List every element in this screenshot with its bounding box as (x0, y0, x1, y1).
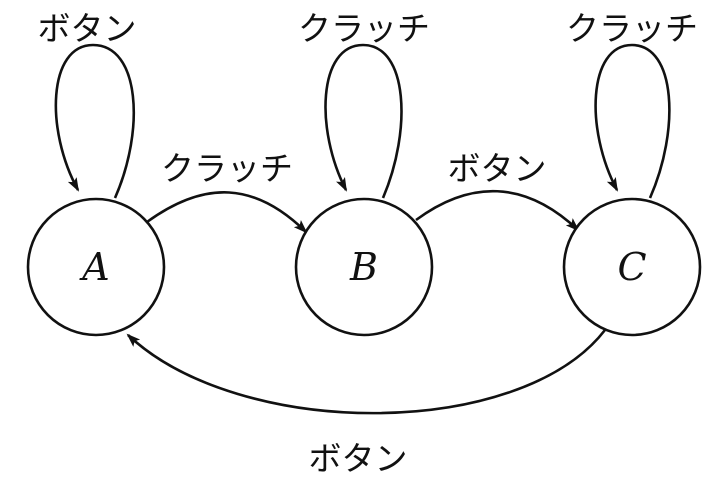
edge-a-to-b (146, 191, 308, 234)
edge-label-b-b: クラッチ (298, 9, 430, 48)
state-label-a: A (79, 245, 109, 289)
edge-c-to-a (126, 329, 607, 415)
edge-label-a-b: クラッチ (161, 149, 293, 188)
self-loop-c (594, 43, 671, 199)
self-loop-b (324, 43, 403, 199)
state-node-b (294, 197, 434, 337)
edge-label-c-c: クラッチ (566, 9, 698, 48)
edge-label-c-a: ボタン (309, 439, 408, 478)
edge-b-to-c (415, 189, 580, 232)
state-label-b: B (349, 245, 378, 289)
state-label-c: C (617, 245, 646, 289)
state-node-c (562, 197, 702, 337)
state-node-a (26, 197, 166, 337)
edge-label-b-c: ボタン (448, 149, 547, 188)
self-loop-a (54, 43, 136, 199)
edge-label-a-a: ボタン (38, 9, 137, 48)
